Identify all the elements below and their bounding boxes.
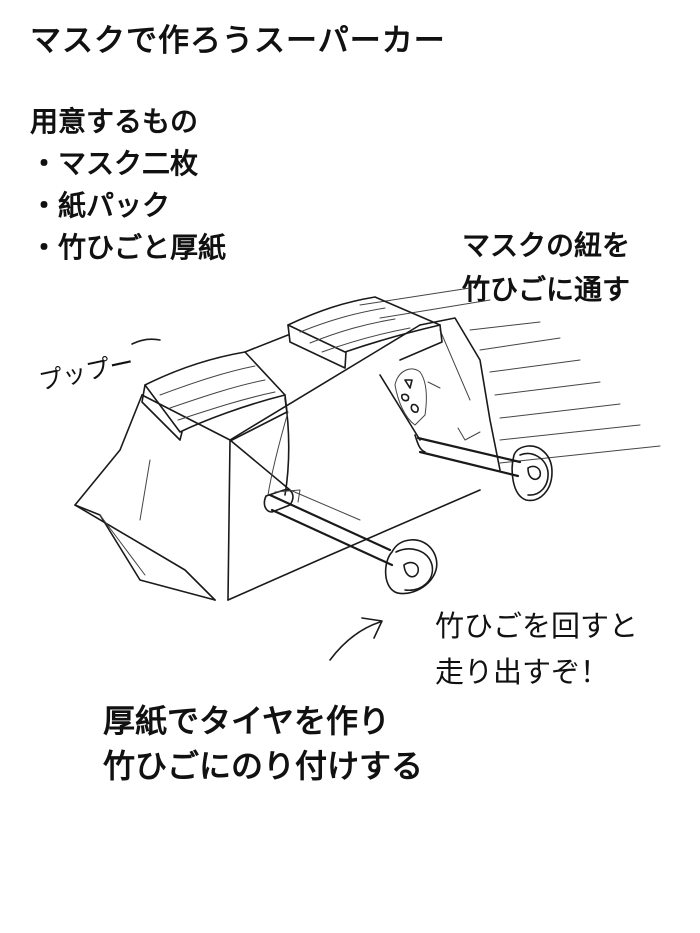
materials-item: ・竹ひごと厚紙 bbox=[30, 231, 227, 264]
sound-effect-text: プップー bbox=[36, 348, 136, 395]
page-title: マスクで作ろうスーパーカー bbox=[30, 23, 446, 59]
mask-string bbox=[267, 411, 289, 496]
rear-wheel bbox=[511, 445, 553, 502]
pointer-arrow bbox=[329, 621, 381, 661]
tires-note-line: 厚紙でタイヤを作り bbox=[103, 702, 391, 740]
carton-print bbox=[394, 368, 441, 426]
materials-item: ・紙パック bbox=[30, 189, 171, 222]
car-body bbox=[74, 317, 501, 601]
materials-heading: 用意するもの bbox=[30, 105, 199, 138]
string-note-line: マスクの紐を bbox=[462, 229, 631, 262]
front-wheel bbox=[384, 539, 438, 595]
tires-note-line: 竹ひごにのり付けする bbox=[103, 747, 424, 785]
string-note-line: 竹ひごに通す bbox=[462, 273, 631, 306]
pointer-arrow-head bbox=[361, 617, 383, 639]
front-mask bbox=[141, 351, 290, 496]
materials-item: ・マスク二枚 bbox=[30, 147, 199, 180]
speed-lines bbox=[359, 287, 661, 464]
spin-note-line: 走り出すぞ！ bbox=[435, 655, 610, 689]
spin-note-line: 竹ひごを回すと bbox=[435, 609, 639, 643]
sound-effect: プップー bbox=[36, 348, 136, 395]
rear-axle bbox=[414, 427, 522, 478]
rear-mask bbox=[244, 296, 443, 369]
front-axle bbox=[263, 488, 394, 567]
